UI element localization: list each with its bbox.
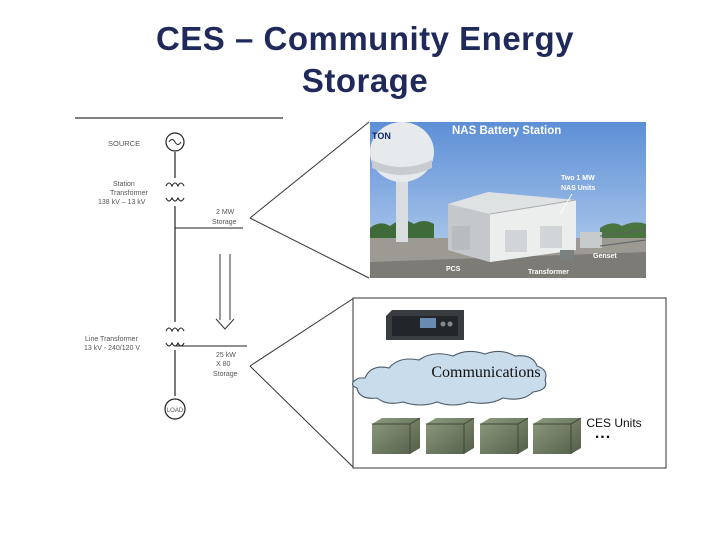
title-line-2: Storage: [301, 62, 429, 99]
storage-25kw-line-2: X 80: [216, 361, 231, 368]
storage-2mw-label: 2 MW Storage: [212, 209, 237, 226]
title-line-1: CES – Community Energy: [155, 20, 575, 57]
ces-units-label: CES Units: [586, 416, 642, 430]
photo-callout-line-1: Two 1 MW: [561, 175, 595, 182]
photo-genset-label: Genset: [593, 253, 617, 260]
load-label: LOAD: [167, 408, 184, 414]
photo-callout-line-2: NAS Units: [561, 185, 595, 192]
tower-text: TON: [372, 131, 391, 141]
station-transformer-line-2: Transformer: [110, 190, 149, 197]
ces-unit-3: [480, 417, 529, 454]
callout-line-bottom-2: [249, 365, 355, 469]
ces-unit-4: [533, 417, 582, 454]
line-transformer-line-1: Line Transformer: [85, 336, 139, 343]
station-transformer-icon: [165, 178, 185, 206]
ces-unit-1: [372, 417, 421, 454]
storage-25kw-line-1: 25 kW: [216, 352, 236, 359]
station-transformer-label: Station Transformer 138 kV – 13 kV: [98, 181, 150, 206]
station-transformer-line-1: Station: [113, 181, 135, 188]
controller-device-icon: [386, 310, 464, 340]
storage-2mw-line-2: Storage: [212, 219, 237, 226]
storage-2mw-line-1: 2 MW: [216, 209, 235, 216]
callout-line-top: [249, 121, 370, 219]
ces-unit-2: [426, 417, 475, 454]
nas-battery-photo: TON NAS Battery Station Two 1 MW NAS Uni…: [370, 122, 647, 278]
down-arrow-icon: [215, 254, 235, 330]
photo-pcs-label: PCS: [446, 266, 461, 273]
ces-units-ellipsis: ...: [594, 425, 612, 442]
page-title: CES – Community Energy Storage: [95, 18, 635, 102]
station-transformer-line-3: 138 kV – 13 kV: [98, 199, 146, 206]
source-label: SOURCE: [108, 139, 140, 148]
storage-25kw-label: 25 kW X 80 Storage: [213, 352, 238, 378]
storage-25kw-line-3: Storage: [213, 371, 238, 378]
line-transformer-line-2: 13 kV - 240/120 V: [84, 345, 140, 352]
load-icon: [164, 398, 186, 420]
photo-callout-pointer: [559, 193, 573, 215]
callout-line-bottom: [249, 217, 370, 279]
callout-line-top-2: [249, 297, 355, 367]
photo-callout-units: Two 1 MW NAS Units: [561, 175, 597, 192]
communications-label: Communications: [431, 364, 541, 381]
cloud-icon: [351, 350, 547, 406]
line-transformer-label: Line Transformer 13 kV - 240/120 V: [84, 336, 140, 352]
photo-header: NAS Battery Station: [452, 125, 561, 137]
photo-transformer-label: Transformer: [528, 269, 569, 276]
ac-source-icon: [165, 132, 185, 152]
